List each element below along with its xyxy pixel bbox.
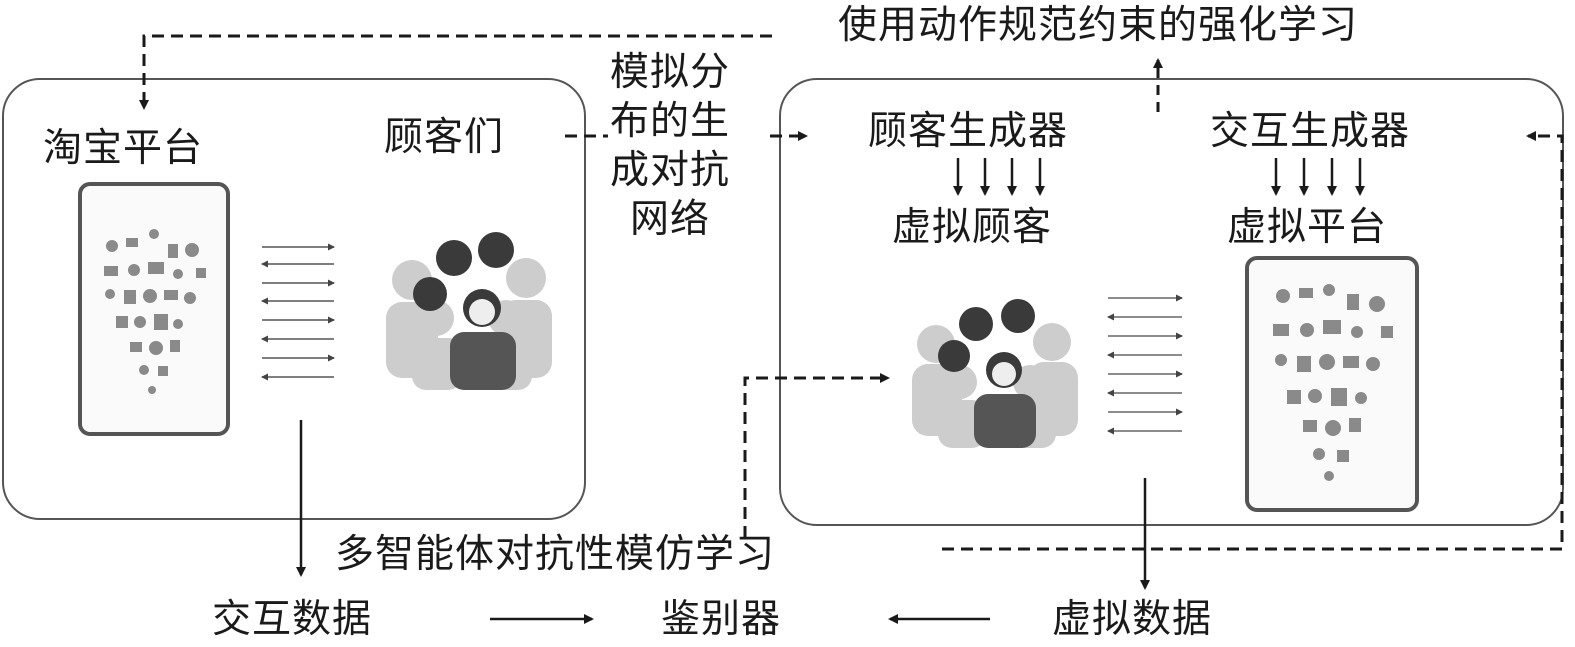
customer-generator-down-arrows [953,158,1045,196]
product-collage-icon [1273,284,1393,481]
customers-label: 顾客们 [384,115,505,160]
gan-label: 模拟分 布的生 成对抗 网络 [610,48,730,244]
multi-agent-imitation-label: 多智能体对抗性模仿学习 [335,532,776,577]
virtual-customers-label: 虚拟顾客 [892,205,1053,250]
gan-label-line: 网络 [630,197,711,242]
gan-label-line: 成对抗 [610,148,731,193]
rl-label: 使用动作规范约束的强化学习 [838,3,1359,48]
customers-crowd-icon [386,232,552,390]
virtual-interaction-arrows [1107,294,1183,435]
virtual-platform-label: 虚拟平台 [1227,205,1388,250]
gan-label-line: 模拟分 [610,50,731,95]
virtual-customers-crowd-icon [912,299,1078,448]
interaction-generator-down-arrows [1271,158,1365,196]
discriminator-label: 鉴别器 [661,597,782,642]
virtual-environment-box [779,78,1564,526]
product-collage-icon [104,229,206,394]
virtual-platform-phone-icon [1245,256,1419,512]
right-dashed-loop-arrow [942,131,1564,551]
real-interaction-arrows [261,243,335,381]
taobao-phone-icon [78,182,230,436]
interaction-data-label: 交互数据 [212,597,373,642]
virtual-data-label: 虚拟数据 [1052,597,1213,642]
taobao-platform-label: 淘宝平台 [43,126,204,171]
feedback-dashed-arrow [139,34,772,110]
mail-dashed-arrow [743,373,890,538]
gan-label-line: 布的生 [610,99,731,144]
customer-generator-label: 顾客生成器 [868,109,1069,154]
interaction-generator-label: 交互生成器 [1210,109,1411,154]
